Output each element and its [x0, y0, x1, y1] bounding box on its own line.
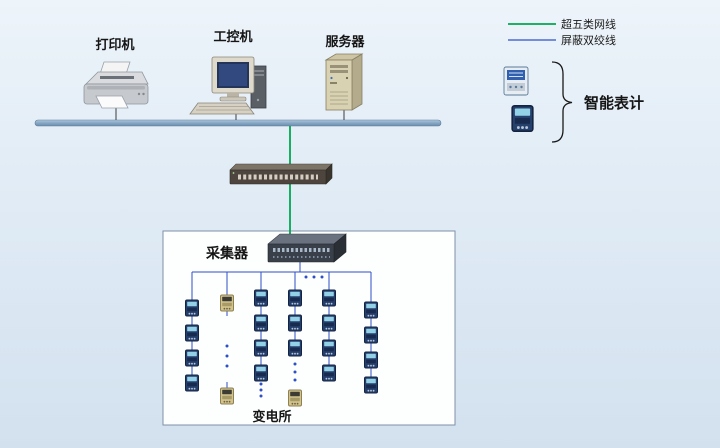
meter-icon — [254, 364, 268, 382]
legend-twisted-pair-label: 屏蔽双绞线 — [561, 33, 616, 47]
meter-icon — [220, 294, 234, 312]
meter-icon — [185, 374, 199, 392]
meter-grid-ellipsis-dots — [225, 275, 324, 398]
cat5-line-group — [289, 23, 556, 236]
smart-meter-sample-icon-2 — [511, 105, 534, 132]
ellipsis-dot — [225, 344, 229, 348]
meter-icon — [322, 364, 336, 382]
meter-icon — [288, 339, 302, 357]
meter-icon — [185, 349, 199, 367]
meter-icon — [288, 389, 302, 407]
ellipsis-dot — [259, 382, 263, 386]
substation-box — [162, 230, 456, 426]
meter-icon — [322, 314, 336, 332]
ellipsis-dot — [320, 275, 324, 279]
meter-icon — [185, 299, 199, 317]
collector-icon — [267, 233, 347, 263]
meter-icon — [288, 314, 302, 332]
meter-icon — [364, 301, 378, 319]
meter-icon — [220, 387, 234, 405]
smart-meter-label: 智能表计 — [584, 94, 644, 112]
network-bus-bar — [34, 119, 442, 127]
ellipsis-dot — [259, 394, 263, 398]
ellipsis-dot — [293, 370, 297, 374]
ellipsis-dot — [304, 275, 308, 279]
meter-icon — [322, 289, 336, 307]
smart-meter-sample-icon-1 — [503, 66, 529, 96]
collector-label: 采集器 — [205, 245, 249, 262]
meter-icon — [288, 289, 302, 307]
ellipsis-dot — [293, 362, 297, 366]
ellipsis-dot — [225, 364, 229, 368]
industrial-pc-label: 工控机 — [213, 29, 252, 44]
substation-label: 变电所 — [252, 409, 291, 424]
meter-icon — [254, 314, 268, 332]
meter-icon — [364, 326, 378, 344]
meter-icon — [364, 376, 378, 394]
meter-icon — [254, 289, 268, 307]
server-label: 服务器 — [325, 34, 365, 49]
meter-icon — [364, 351, 378, 369]
ellipsis-dot — [225, 354, 229, 358]
printer-label: 打印机 — [95, 37, 134, 52]
server-icon — [324, 53, 364, 111]
meter-icon — [322, 339, 336, 357]
printer-icon — [83, 61, 149, 109]
industrial-pc-icon — [189, 56, 267, 115]
meter-icon — [185, 324, 199, 342]
smart-meter-brace — [551, 61, 573, 143]
switch-icon — [229, 163, 333, 185]
meter-icon — [254, 339, 268, 357]
ellipsis-dot — [312, 275, 316, 279]
legend-cat5-label: 超五类网线 — [561, 17, 616, 31]
ellipsis-dot — [259, 388, 263, 392]
ellipsis-dot — [293, 378, 297, 382]
